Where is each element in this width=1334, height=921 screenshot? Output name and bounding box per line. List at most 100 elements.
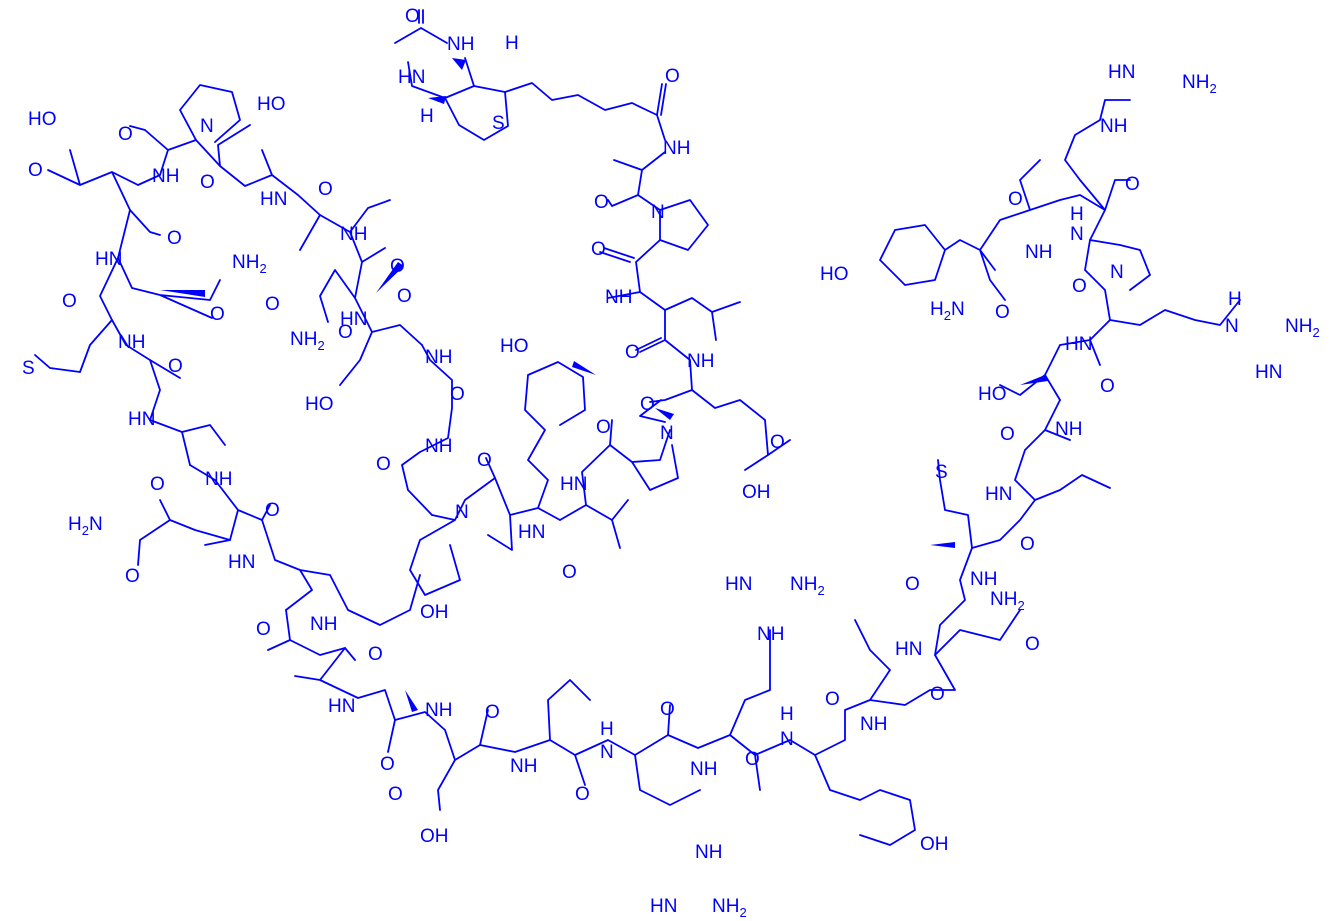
asp1-o: O xyxy=(397,286,412,307)
glu2-side-o: O xyxy=(28,160,43,181)
pro4-n: N xyxy=(200,116,214,137)
met2-o: O xyxy=(1020,534,1035,555)
tyr3-h: H xyxy=(780,704,794,725)
biotin-s: S xyxy=(492,113,505,134)
arg1-nh2: NH2 xyxy=(712,896,747,920)
asp2-side-o: O xyxy=(388,784,403,805)
tyr3-oh: OH xyxy=(920,834,949,855)
ala1-nh: NH xyxy=(663,138,690,159)
arg3-nh2: NH2 xyxy=(1285,316,1320,340)
val-o: O xyxy=(562,562,577,583)
glu1-o: O xyxy=(640,394,655,415)
arg2-nh2: NH2 xyxy=(790,574,825,598)
tyr2-hn: HN xyxy=(228,552,255,573)
asn2-nh2: NH2 xyxy=(990,589,1025,613)
ala3-o: O xyxy=(150,474,165,495)
gln1-nh2: NH2 xyxy=(232,252,267,276)
arg1-nh: NH xyxy=(695,842,722,863)
pro3-n: N xyxy=(455,502,469,523)
met1-s: S xyxy=(22,358,35,379)
ile-o: O xyxy=(930,684,945,705)
ala5-hn: HN xyxy=(328,696,355,717)
gln1-o: O xyxy=(62,291,77,312)
asp2-o: O xyxy=(485,702,500,723)
gln2-nh: NH xyxy=(205,469,232,490)
arg2-side-nh: NH xyxy=(757,624,784,645)
asp2-nh: NH xyxy=(425,700,452,721)
arg3-h: H xyxy=(1228,289,1242,310)
tyr4-nh: NH xyxy=(1025,242,1052,263)
arg4-n: N xyxy=(1070,224,1084,245)
pro2-o: O xyxy=(596,417,611,438)
arg2-nh: NH xyxy=(690,759,717,780)
glu2-o: O xyxy=(167,228,182,249)
tyr4-ho: HO xyxy=(820,264,849,285)
tyr1-hn: HN xyxy=(518,522,545,543)
thr-hn: HN xyxy=(260,189,287,210)
leu1-o: O xyxy=(625,342,640,363)
asn1-co-o: O xyxy=(390,256,405,277)
biotin-o: O xyxy=(405,6,420,27)
thr-ho: HO xyxy=(257,94,286,115)
ala1-o: O xyxy=(594,192,609,213)
glu1-side-o: O xyxy=(770,432,785,453)
thr2-o: O xyxy=(1100,376,1115,397)
gln1-hn: HN xyxy=(95,249,122,270)
stereo-wedges xyxy=(160,58,1048,712)
ala4-nh: NH xyxy=(310,614,337,635)
atom-labels: O NH HN H H S O NH O N O NH O NH O O OH … xyxy=(22,6,1320,920)
biotin-hn: HN xyxy=(398,67,425,88)
arg1-n: N xyxy=(600,742,614,763)
asn2-hn: HN xyxy=(895,639,922,660)
ala2-nh: NH xyxy=(340,224,367,245)
asp1-ho: HO xyxy=(305,394,334,415)
val-hn: HN xyxy=(560,474,587,495)
met2-s: S xyxy=(935,462,948,483)
asn1-hn: HN xyxy=(340,309,367,330)
pro5-o: O xyxy=(1125,174,1140,195)
asp1-nh: NH xyxy=(425,347,452,368)
leu3-o: O xyxy=(1000,424,1015,445)
thr2-nh: NH xyxy=(1055,419,1082,440)
tyr3-n: N xyxy=(780,729,794,750)
arg4-o: O xyxy=(1008,189,1023,210)
gln2-h2n: H2N xyxy=(68,514,103,538)
arg1-h: H xyxy=(600,719,614,740)
arg4-nh: NH xyxy=(1100,116,1127,137)
met2-nh: NH xyxy=(970,569,997,590)
arg2-hn: HN xyxy=(725,574,752,595)
pro3-o: O xyxy=(376,454,391,475)
arg4-hn: HN xyxy=(1108,62,1135,83)
arg3-hn2: HN xyxy=(1255,362,1282,383)
ala2-o: O xyxy=(318,179,333,200)
pro1-n: N xyxy=(651,202,665,223)
biotin-nh: NH xyxy=(447,34,474,55)
tyr2-o: O xyxy=(256,619,271,640)
arg4-nh2: NH2 xyxy=(1182,72,1217,96)
ala5-o: O xyxy=(380,754,395,775)
tyr1-o: O xyxy=(477,450,492,471)
glu1-oh: OH xyxy=(742,482,771,503)
thr2-ho: HO xyxy=(978,384,1007,405)
pro1-o: O xyxy=(591,239,606,260)
ile-nh: NH xyxy=(860,714,887,735)
leu2-o: O xyxy=(575,784,590,805)
asp1-side-o: O xyxy=(338,322,353,343)
leu1-nh: NH xyxy=(605,287,632,308)
glu2-ho: HO xyxy=(28,109,57,130)
pro4-o: O xyxy=(118,124,133,145)
leu3-hn: HN xyxy=(985,484,1012,505)
tyr3-o: O xyxy=(825,689,840,710)
met1-o: O xyxy=(168,356,183,377)
arg2-o: O xyxy=(745,749,760,770)
gln2-side-o: O xyxy=(125,566,140,587)
asn1-nh2: NH2 xyxy=(290,329,325,353)
gln1-side-o: O xyxy=(210,304,225,325)
arg3-o: O xyxy=(1072,276,1087,297)
glu1-nh: NH xyxy=(687,351,714,372)
tyr2-oh: OH xyxy=(420,602,449,623)
tyr4-h2n: H2N xyxy=(930,299,965,323)
asn2-side-o: O xyxy=(1025,634,1040,655)
gly-nh: NH xyxy=(425,436,452,457)
